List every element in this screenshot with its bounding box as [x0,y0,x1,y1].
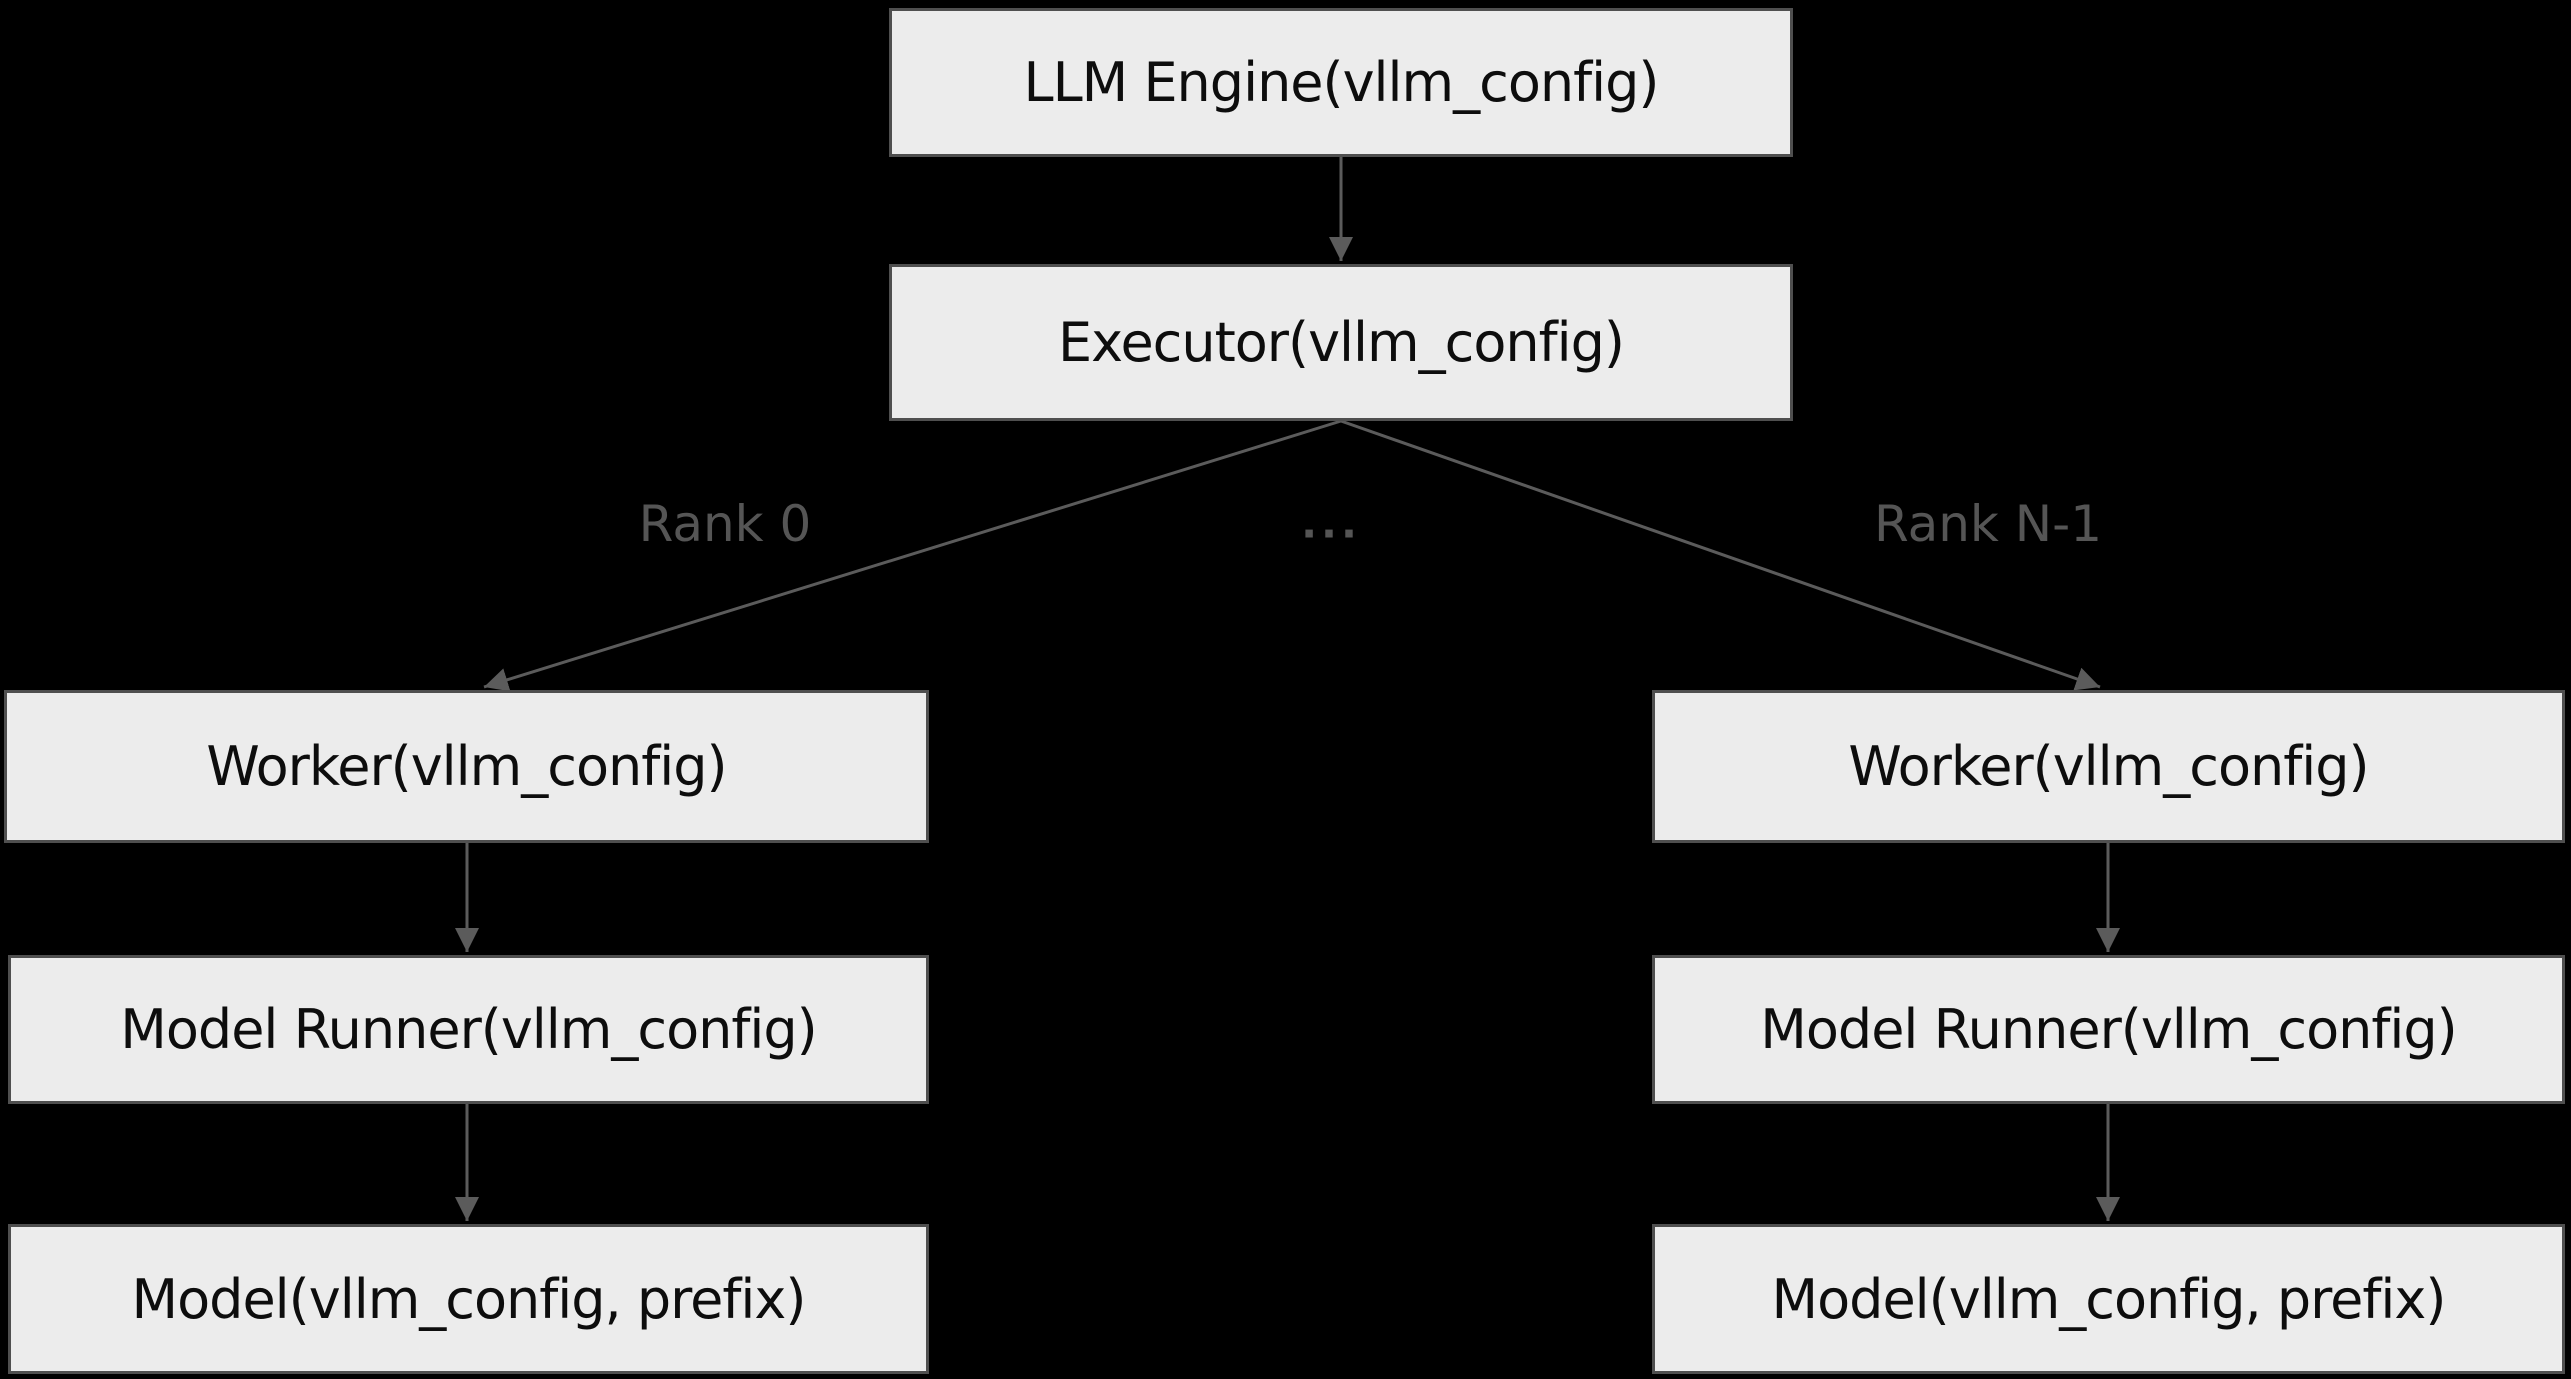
node-model-rank0-label: Model(vllm_config, prefix) [131,1267,807,1331]
node-worker-rank-n-label: Worker(vllm_config) [1848,735,2369,798]
node-model-runner-rank0: Model Runner(vllm_config) [8,955,929,1104]
edge-label-rank-n-1: Rank N-1 [1873,495,2103,553]
node-model-runner-rank0-label: Model Runner(vllm_config) [120,998,817,1061]
node-worker-rank0: Worker(vllm_config) [4,690,929,843]
node-model-rank-n-label: Model(vllm_config, prefix) [1771,1267,2447,1331]
edge-executor-to-worker-rank0 [483,419,1342,692]
node-model-rank-n: Model(vllm_config, prefix) [1652,1224,2565,1374]
node-worker-rank-n: Worker(vllm_config) [1652,690,2565,843]
edge-label-ellipsis: ... [1301,498,1361,548]
node-llm-engine-label: LLM Engine(vllm_config) [1023,51,1660,114]
node-worker-rank0-label: Worker(vllm_config) [206,735,727,798]
node-model-runner-rank-n: Model Runner(vllm_config) [1652,955,2565,1104]
node-executor-label: Executor(vllm_config) [1058,311,1625,374]
node-llm-engine: LLM Engine(vllm_config) [889,8,1793,157]
node-executor: Executor(vllm_config) [889,264,1793,421]
edge-executor-to-worker-rank-n [1340,419,2101,691]
edge-label-rank-0: Rank 0 [638,495,812,553]
node-model-rank0: Model(vllm_config, prefix) [8,1224,929,1374]
node-model-runner-rank-n-label: Model Runner(vllm_config) [1760,998,2457,1061]
